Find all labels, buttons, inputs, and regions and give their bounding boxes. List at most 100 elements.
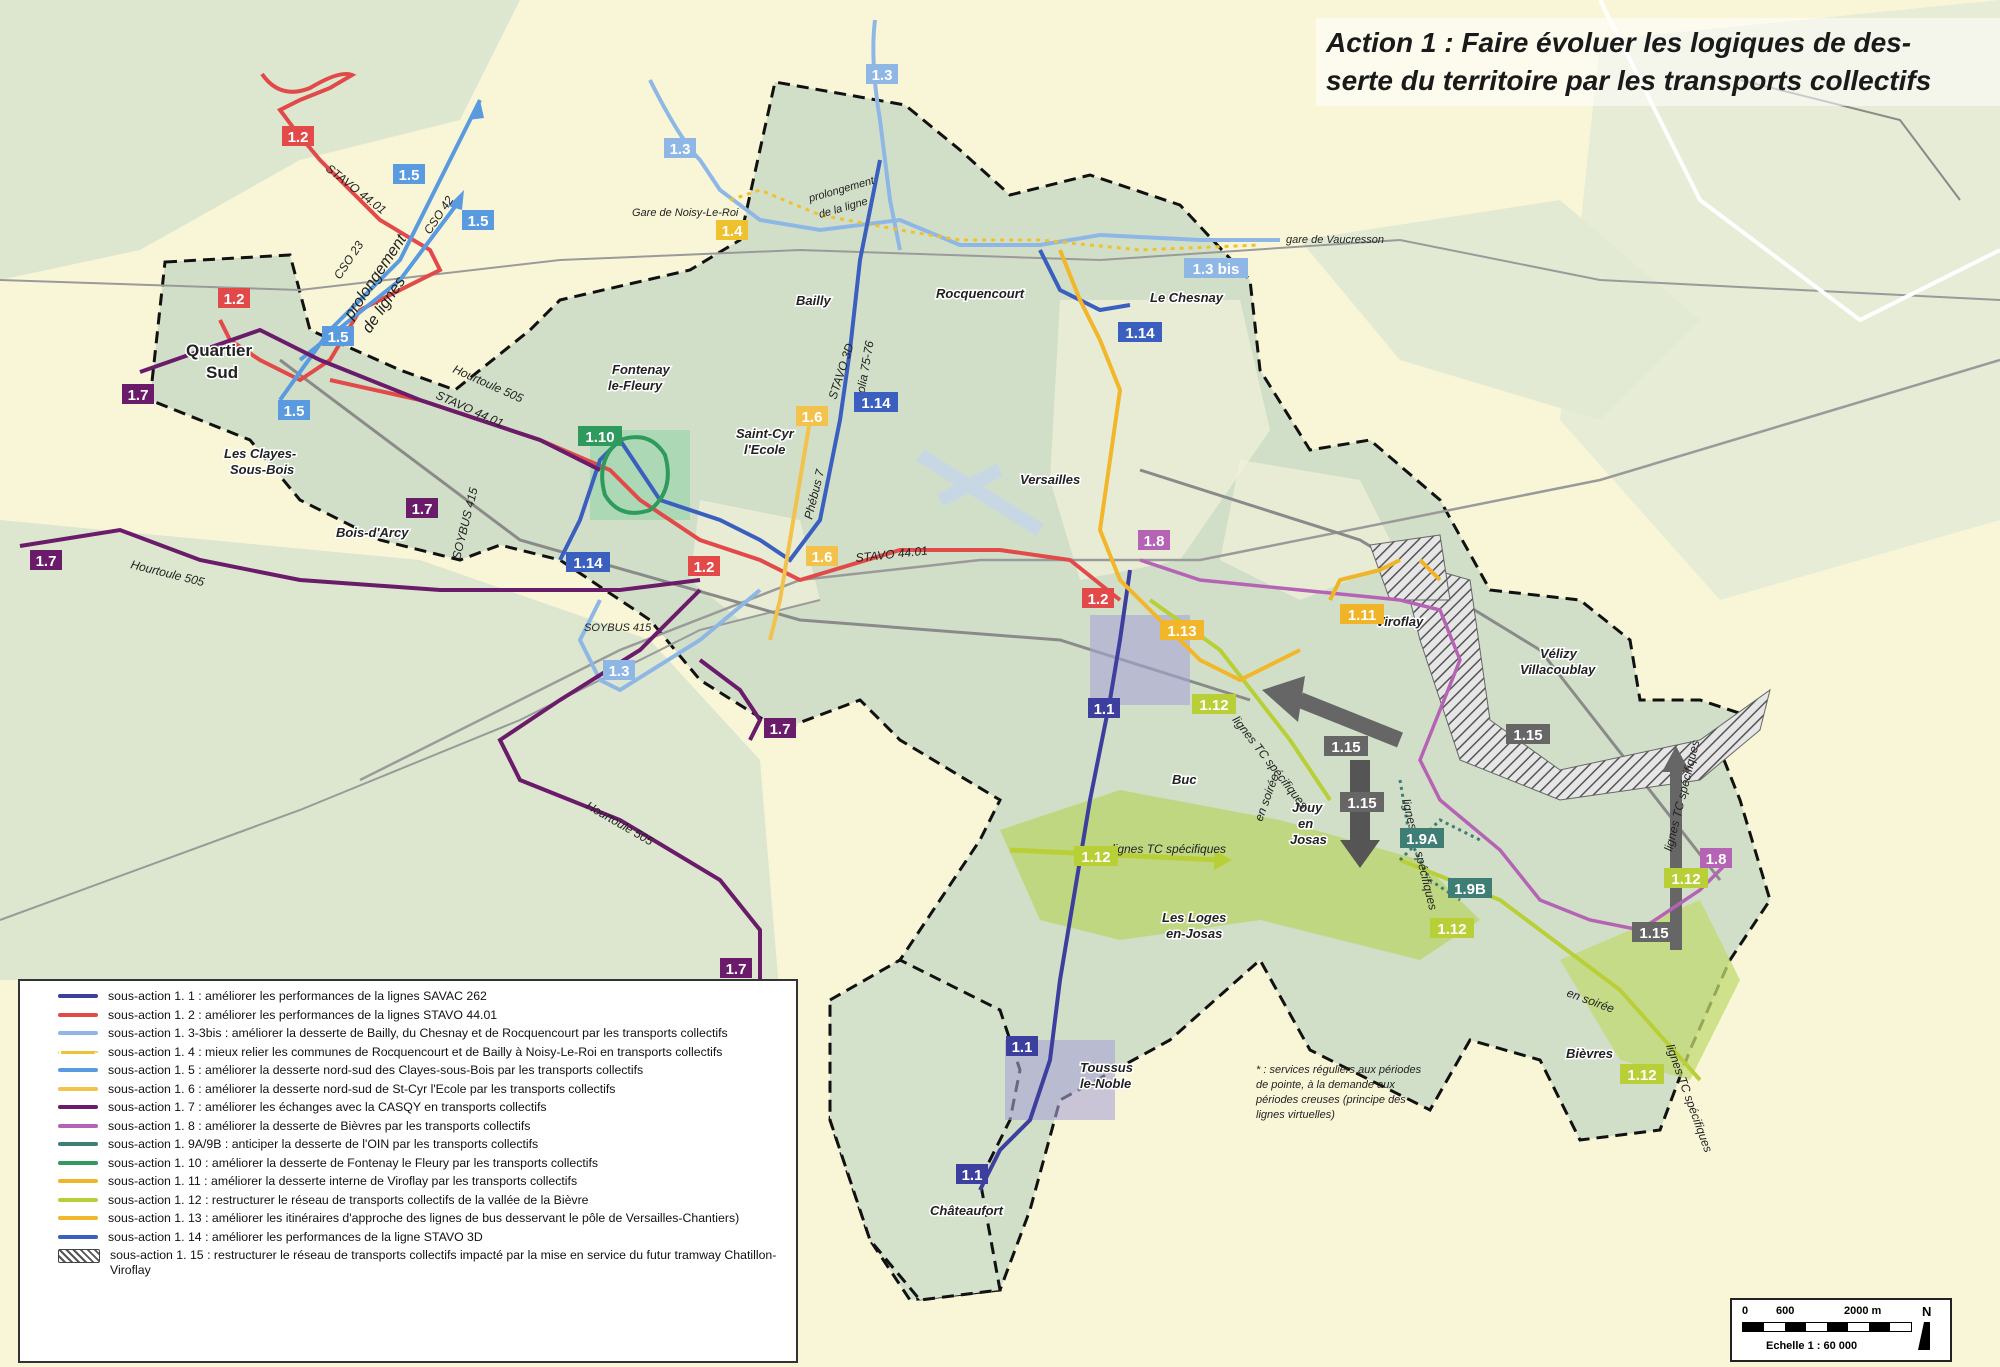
- place-jouy: Josas: [1290, 832, 1327, 847]
- badge-1-12[interactable]: 1.12: [1664, 868, 1708, 888]
- place-saint-cyr: Saint-Cyr: [736, 426, 795, 441]
- badge-1-5[interactable]: 1.5: [462, 210, 494, 230]
- svg-text:1.5: 1.5: [284, 403, 305, 420]
- badge-1-12[interactable]: 1.12: [1620, 1064, 1664, 1084]
- legend-text: sous-action 1. 8 : améliorer la desserte…: [108, 1118, 531, 1133]
- svg-text:1.15: 1.15: [1347, 795, 1376, 812]
- legend-swatch: [58, 1197, 98, 1202]
- badge-1-2[interactable]: 1.2: [1082, 588, 1114, 608]
- place-bois-darcy: Bois-d'Arcy: [336, 525, 409, 540]
- badge-1-9b[interactable]: 1.9B: [1448, 878, 1492, 898]
- badge-1-10[interactable]: 1.10: [578, 426, 622, 446]
- place-les-loges: Les Loges: [1162, 910, 1226, 925]
- badge-1-13[interactable]: 1.13: [1160, 620, 1204, 640]
- legend-swatch: [58, 994, 98, 998]
- badge-1-15[interactable]: 1.15: [1632, 922, 1676, 942]
- badge-1-2[interactable]: 1.2: [282, 126, 314, 146]
- green-area: [1300, 200, 1700, 420]
- badge-1-11[interactable]: 1.11: [1340, 604, 1384, 624]
- svg-text:1.3: 1.3: [609, 663, 630, 680]
- legend-swatch: [58, 1216, 98, 1220]
- svg-text:1.2: 1.2: [1088, 591, 1109, 608]
- line-1-9: [1398, 779, 1481, 902]
- place-les-loges: en-Josas: [1166, 926, 1222, 941]
- legend-item: sous-action 1. 3-3bis : améliorer la des…: [30, 1026, 786, 1041]
- badge-1-15[interactable]: 1.15: [1340, 792, 1384, 812]
- badge-1-9a[interactable]: 1.9A: [1400, 828, 1444, 848]
- badge-1-6[interactable]: 1.6: [796, 406, 828, 426]
- note-services: lignes virtuelles): [1256, 1109, 1335, 1121]
- badge-1-12[interactable]: 1.12: [1074, 846, 1118, 866]
- badge-1-4[interactable]: 1.4: [716, 220, 748, 240]
- legend-text: sous-action 1. 10 : améliorer la dessert…: [108, 1155, 599, 1170]
- tramway-corridor: [1369, 534, 1451, 601]
- badge-1-8[interactable]: 1.8: [1700, 848, 1732, 868]
- badge-1-7[interactable]: 1.7: [764, 718, 796, 738]
- legend-text: sous-action 1. 2 : améliorer les perform…: [108, 1007, 498, 1022]
- scale-label: Echelle 1 : 60 000: [1766, 1340, 1858, 1352]
- badge-1-8[interactable]: 1.8: [1138, 530, 1170, 550]
- place-buc: Buc: [1172, 772, 1197, 787]
- place-gare-vaucresson: gare de Vaucresson: [1286, 234, 1384, 246]
- badge-1-15[interactable]: 1.15: [1506, 724, 1550, 744]
- north-arrow-icon: [1918, 1322, 1930, 1350]
- line-1-10-loop: [600, 435, 670, 515]
- road: [359, 358, 2000, 782]
- legend-item: sous-action 1. 4 : mieux relier les comm…: [30, 1045, 786, 1060]
- map-title: Action 1 : Faire évoluer les logiques de…: [1316, 18, 2000, 106]
- legend-swatch: [58, 1050, 98, 1054]
- badge-1-15[interactable]: 1.15: [1324, 736, 1368, 756]
- legend-swatch: [58, 1105, 98, 1109]
- badge-1-14[interactable]: 1.14: [566, 552, 610, 572]
- badge-1-3[interactable]: 1.3: [603, 660, 635, 680]
- badge-1-3[interactable]: 1.3: [664, 138, 696, 158]
- legend-swatch: [58, 1068, 98, 1072]
- line-1-12-arrowhead: [1214, 850, 1232, 870]
- legend-item: sous-action 1. 10 : améliorer la dessert…: [30, 1156, 786, 1171]
- place-saint-cyr: l'Ecole: [744, 442, 785, 457]
- badge-1-6[interactable]: 1.6: [806, 546, 838, 566]
- badge-1-2[interactable]: 1.2: [688, 556, 720, 576]
- legend-text: sous-action 1. 7 : améliorer les échange…: [108, 1100, 547, 1114]
- badge-1-14[interactable]: 1.14: [854, 392, 898, 412]
- badge-1-7[interactable]: 1.7: [720, 958, 752, 978]
- svg-text:1.8: 1.8: [1706, 851, 1727, 868]
- scale-tick: 600: [1776, 1305, 1795, 1317]
- badge-1-5[interactable]: 1.5: [322, 326, 354, 346]
- badge-1-1[interactable]: 1.1: [1006, 1036, 1038, 1056]
- svg-text:1.12: 1.12: [1671, 871, 1700, 888]
- badge-1-3bis[interactable]: 1.3 bis: [1184, 258, 1248, 278]
- place-gare-noisy: Gare de Noisy-Le-Roi: [632, 207, 739, 219]
- badge-1-5[interactable]: 1.5: [393, 164, 425, 184]
- svg-text:1.14: 1.14: [861, 395, 891, 412]
- badge-1-7[interactable]: 1.7: [122, 384, 154, 404]
- legend-text: sous-action 1. 3-3bis : améliorer la des…: [108, 1026, 728, 1040]
- place-quartier-sud: Sud: [206, 363, 238, 382]
- place-rocquencourt: Rocquencourt: [936, 286, 1025, 301]
- badge-1-12[interactable]: 1.12: [1430, 918, 1474, 938]
- badge-1-7[interactable]: 1.7: [30, 550, 62, 570]
- svg-text:1.4: 1.4: [722, 223, 744, 240]
- svg-text:1.15: 1.15: [1513, 727, 1542, 744]
- badge-1-12[interactable]: 1.12: [1192, 694, 1236, 714]
- line-1-13: [1058, 249, 1301, 683]
- legend-item: sous-action 1. 12 : restructurer le rése…: [30, 1193, 786, 1208]
- svg-text:1.5: 1.5: [328, 329, 349, 346]
- badge-1-14[interactable]: 1.14: [1118, 322, 1162, 342]
- svg-text:1.14: 1.14: [573, 555, 603, 572]
- badge-1-2[interactable]: 1.2: [218, 288, 250, 308]
- scale-bar: 0 600 2000 m Echelle 1 : 60 000 N: [1730, 1298, 1952, 1362]
- svg-text:1.13: 1.13: [1167, 623, 1196, 640]
- badge-1-1[interactable]: 1.1: [956, 1164, 988, 1184]
- legend-item: sous-action 1. 7 : améliorer les échange…: [30, 1100, 786, 1115]
- badge-1-5[interactable]: 1.5: [278, 400, 310, 420]
- legend-text: sous-action 1. 4 : mieux relier les comm…: [108, 1044, 723, 1059]
- badge-1-1[interactable]: 1.1: [1088, 698, 1120, 718]
- legend-text: sous-action 1. 5 : améliorer la desserte…: [108, 1063, 644, 1077]
- badge-1-3[interactable]: 1.3: [866, 64, 898, 84]
- arrow-1-15: [1297, 692, 1403, 748]
- legend-text: sous-action 1. 1 : améliorer les perform…: [108, 989, 487, 1003]
- badge-1-7[interactable]: 1.7: [406, 498, 438, 518]
- legend-item: sous-action 1. 5 : améliorer la desserte…: [30, 1063, 786, 1078]
